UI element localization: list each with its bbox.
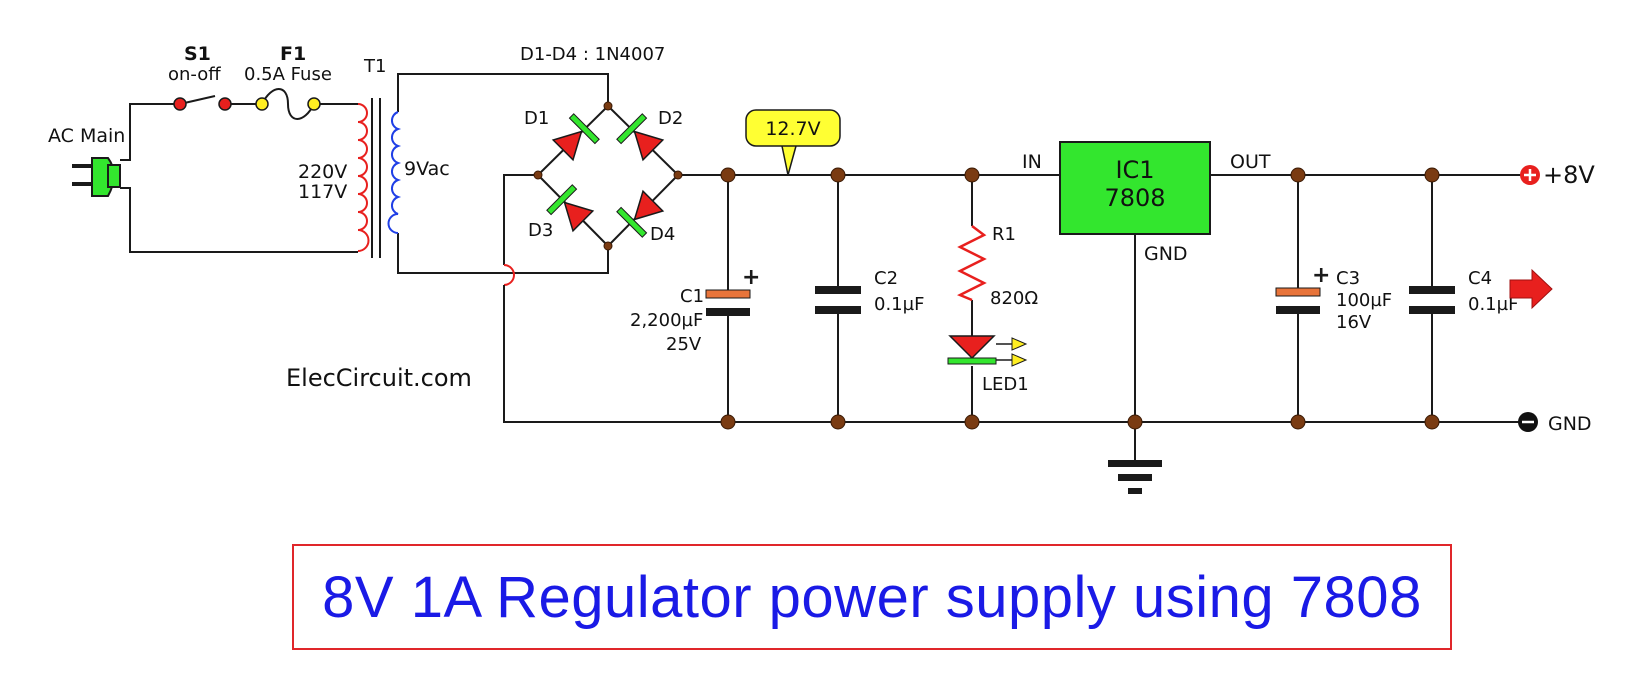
capacitor-c4-icon <box>1409 286 1455 314</box>
diode-d2-icon <box>616 113 665 162</box>
ic-pin-gnd: GND <box>1144 243 1188 265</box>
svg-text:+: + <box>1312 263 1330 288</box>
ground-icon <box>1108 460 1162 494</box>
transformer-t1-icon <box>357 98 402 258</box>
diode-d4-icon <box>616 189 665 238</box>
c4-value: 0.1µF <box>1468 294 1518 315</box>
d4-label: D4 <box>650 224 675 245</box>
f1-ref: F1 <box>280 43 306 65</box>
c1-ref: C1 <box>680 286 704 307</box>
r1-value: 820Ω <box>990 288 1038 309</box>
f1-desc: 0.5A Fuse <box>244 64 332 85</box>
voltage-tag: 12.7V <box>745 109 841 147</box>
diode-d3-icon <box>546 184 595 233</box>
output-arrow-icon <box>1509 268 1553 310</box>
resistor-r1-icon <box>956 225 987 302</box>
d2-label: D2 <box>658 108 683 129</box>
t1-primary-2: 117V <box>298 181 347 203</box>
diode-d1-icon <box>551 113 600 162</box>
ac-main-label: AC Main <box>48 125 125 147</box>
c1-rating: 25V <box>666 334 702 355</box>
negative-terminal-icon <box>1518 412 1538 432</box>
c2-value: 0.1µF <box>874 294 924 315</box>
regulator-ic1: IC1 7808 <box>1059 141 1211 235</box>
wires <box>120 73 1530 462</box>
c3-rating: 16V <box>1336 312 1372 333</box>
title-frame: 8V 1A Regulator power supply using 7808 <box>292 544 1452 650</box>
capacitor-c3-icon: + <box>1275 263 1330 314</box>
d3-label: D3 <box>528 220 553 241</box>
led-icon <box>947 335 1028 367</box>
t1-secondary: 9Vac <box>404 158 450 180</box>
output-pos-label: +8V <box>1543 161 1595 189</box>
t1-ref: T1 <box>363 56 386 77</box>
d1-label: D1 <box>524 108 549 129</box>
s1-desc: on-off <box>168 64 221 85</box>
ic-pin-out: OUT <box>1230 151 1271 173</box>
c1-value: 2,200µF <box>630 310 703 331</box>
voltage-tag-text: 12.7V <box>765 118 820 140</box>
led-ref: LED1 <box>982 374 1029 395</box>
watermark-text: ElecCircuit.com <box>286 364 472 392</box>
output-gnd-label: GND <box>1548 413 1592 435</box>
ic-ref: IC1 <box>1115 156 1154 184</box>
capacitor-c2-icon <box>815 286 861 314</box>
c3-ref: C3 <box>1336 268 1360 289</box>
fuse-f1-icon <box>255 88 321 120</box>
capacitor-c1-icon: + <box>705 265 760 316</box>
diagram-title: 8V 1A Regulator power supply using 7808 <box>322 564 1422 630</box>
junction-nodes <box>533 101 1440 430</box>
ic-pin-in: IN <box>1022 151 1042 173</box>
switch-s1-icon <box>173 97 232 111</box>
positive-terminal-icon <box>1520 165 1540 185</box>
s1-ref: S1 <box>184 43 211 65</box>
svg-text:+: + <box>742 265 760 290</box>
ac-plug-icon <box>72 157 121 197</box>
diodes-group-label: D1-D4 : 1N4007 <box>520 44 665 65</box>
ic-part: 7808 <box>1104 184 1165 212</box>
c3-value: 100µF <box>1336 290 1392 311</box>
t1-primary-1: 220V <box>298 161 347 183</box>
c2-ref: C2 <box>874 268 898 289</box>
r1-ref: R1 <box>992 224 1016 245</box>
c4-ref: C4 <box>1468 268 1492 289</box>
